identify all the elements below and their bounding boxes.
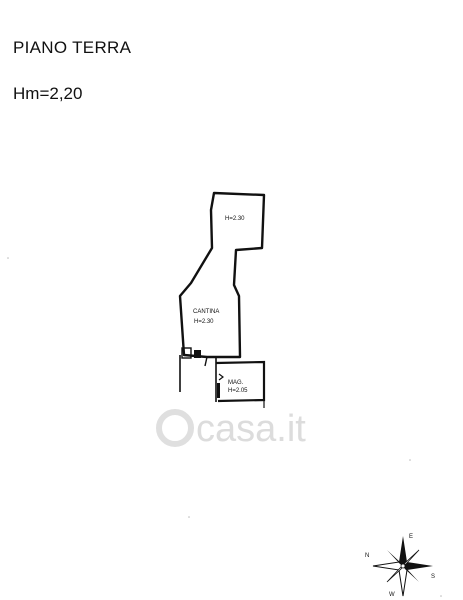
compass-rose-icon: N E S W (365, 534, 435, 598)
casa-watermark: casa.it (156, 408, 306, 450)
column-left (181, 347, 192, 359)
average-height-label: Hm=2,20 (13, 84, 83, 103)
mag-height: H=2.05 (228, 388, 248, 394)
upper-room-height: H=2.30 (225, 216, 245, 222)
mag-outline (215, 360, 266, 403)
door-mark (218, 373, 224, 381)
mag-door (217, 383, 220, 398)
floor-title: PIANO TERRA (13, 38, 132, 57)
cantina-name: CANTINA (193, 309, 219, 315)
cantina-outline (178, 191, 266, 359)
column-mid (194, 350, 201, 358)
mag-name: MAG. (228, 380, 244, 386)
watermark-text: casa.it (196, 408, 306, 450)
compass-e: E (409, 534, 413, 540)
compass-n: N (365, 553, 369, 559)
door-jamb (204, 356, 208, 367)
watermark-logo-icon (156, 409, 194, 447)
compass-s: S (431, 574, 435, 580)
cantina-height: H=2.30 (194, 319, 214, 325)
compass-w: W (389, 592, 395, 598)
